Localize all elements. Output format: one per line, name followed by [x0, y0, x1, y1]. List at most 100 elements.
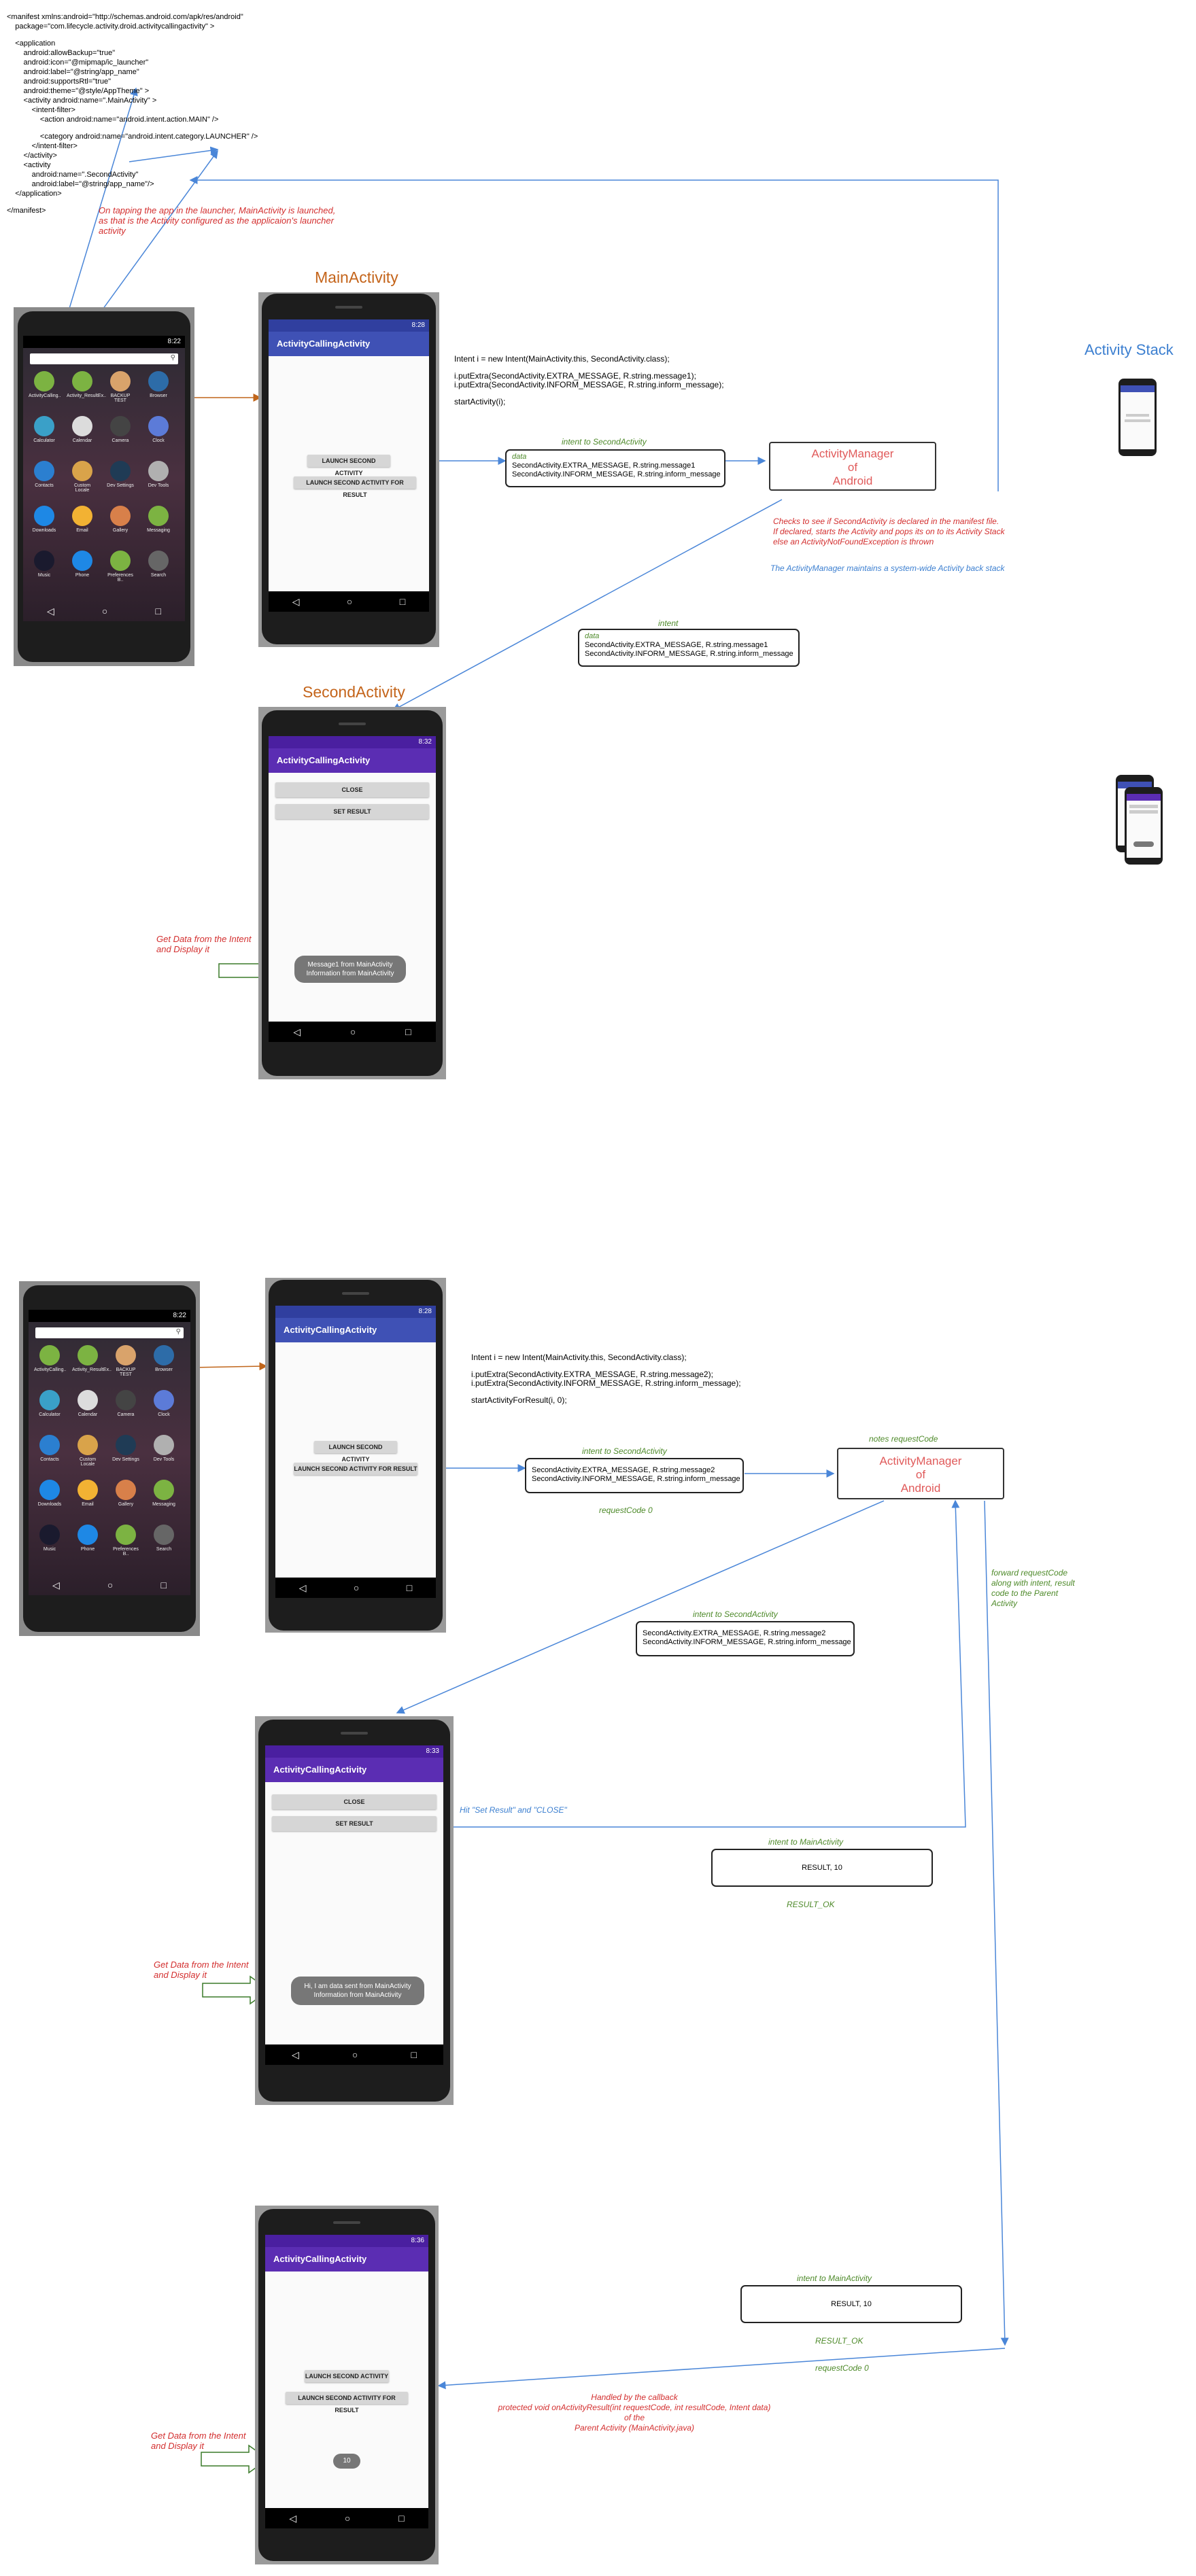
app-label: Dev Settings: [112, 1457, 139, 1462]
code-line: package="com.lifecycle.activity.droid.ac…: [7, 22, 215, 31]
app-icon[interactable]: [110, 506, 131, 526]
close-button[interactable]: CLOSE: [272, 1794, 437, 1809]
back-icon[interactable]: ◁: [52, 1579, 60, 1590]
recents-icon[interactable]: □: [155, 606, 161, 616]
get-data-line: Get Data from the Intent: [151, 2431, 246, 2441]
code-line: </activity>: [7, 152, 57, 160]
launcher-note-line: as that is the Activity configured as th…: [99, 215, 334, 226]
app-icon[interactable]: [72, 371, 92, 391]
toast-message: Message1 from MainActivity Information f…: [294, 956, 406, 983]
app-icon[interactable]: [39, 1525, 60, 1545]
app-icon[interactable]: [148, 416, 169, 436]
search-bar[interactable]: ⚲: [35, 1327, 184, 1338]
app-icon[interactable]: [116, 1525, 136, 1545]
app-icon[interactable]: [154, 1390, 174, 1410]
get-data-line: Get Data from the Intent: [154, 1960, 249, 1970]
code-block-1: Intent i = new Intent(MainActivity.this,…: [454, 355, 724, 406]
recents-icon[interactable]: □: [160, 1580, 167, 1590]
home-icon[interactable]: ○: [346, 596, 353, 607]
app-icon[interactable]: [148, 506, 169, 526]
home-icon[interactable]: ○: [344, 2513, 351, 2524]
am-to-stack-arrow: [189, 176, 999, 491]
app-icon[interactable]: [72, 461, 92, 481]
back-icon[interactable]: ◁: [292, 2049, 299, 2060]
home-icon[interactable]: ○: [101, 606, 108, 616]
search-bar[interactable]: ⚲: [30, 353, 178, 364]
forward-arrow: [984, 1500, 1009, 2346]
code-line: android:supportsRtl="true": [7, 77, 112, 86]
app-icon[interactable]: [116, 1390, 136, 1410]
app-icon[interactable]: [72, 506, 92, 526]
back-icon[interactable]: ◁: [289, 2512, 297, 2524]
app-icon[interactable]: [110, 416, 131, 436]
status-time: 8:22: [167, 338, 181, 345]
app-icon[interactable]: [154, 1435, 174, 1455]
app-icon[interactable]: [78, 1390, 98, 1410]
app-icon[interactable]: [78, 1435, 98, 1455]
launch-for-result-button[interactable]: LAUNCH SECOND ACTIVITY FOR RESULT: [294, 476, 416, 498]
forward-line: Activity: [991, 1599, 1018, 1608]
launcher-screen-2: 8:22 ⚲ ◁○□ ActivityCalling..Activity_Res…: [29, 1310, 190, 1595]
close-button[interactable]: CLOSE: [275, 782, 429, 797]
app-icon[interactable]: [72, 551, 92, 571]
app-label: Contacts: [35, 483, 54, 488]
app-icon[interactable]: [39, 1345, 60, 1365]
back-icon[interactable]: ◁: [298, 1582, 307, 1593]
result1-box: RESULT, 10: [711, 1849, 933, 1887]
home-icon[interactable]: ○: [353, 1582, 360, 1593]
app-icon[interactable]: [78, 1525, 98, 1545]
status-time: 8:28: [411, 321, 425, 329]
home-icon[interactable]: ○: [352, 2049, 358, 2060]
home-icon[interactable]: ○: [107, 1580, 114, 1590]
back-icon[interactable]: ◁: [293, 1026, 301, 1037]
back-icon[interactable]: ◁: [47, 605, 54, 616]
set-result-button[interactable]: SET RESULT: [275, 804, 429, 819]
app-icon[interactable]: [116, 1480, 136, 1500]
app-icon[interactable]: [110, 371, 131, 391]
launch-second-button[interactable]: LAUNCH SECOND ACTIVITY: [307, 455, 390, 476]
app-title: ActivityCallingActivity: [277, 755, 371, 765]
app-label: Phone: [80, 1547, 95, 1552]
recents-icon[interactable]: □: [405, 1026, 411, 1037]
app-icon[interactable]: [154, 1480, 174, 1500]
intent1b-line: SecondActivity.INFORM_MESSAGE, R.string.…: [585, 650, 793, 658]
launch-for-result-button[interactable]: LAUNCH SECOND ACTIVITY FOR RESULT: [286, 2392, 408, 2414]
app-icon[interactable]: [154, 1525, 174, 1545]
launch-second-button[interactable]: LAUNCH SECOND ACTIVITY: [305, 2370, 389, 2382]
back-icon[interactable]: ◁: [292, 595, 300, 607]
recents-icon[interactable]: □: [398, 2513, 405, 2524]
app-icon[interactable]: [72, 416, 92, 436]
home-icon[interactable]: ○: [349, 1026, 356, 1037]
set-result-button[interactable]: SET RESULT: [272, 1816, 437, 1831]
launch-for-result-button[interactable]: LAUNCH SECOND ACTIVITY FOR RESULT: [294, 1463, 417, 1475]
recents-icon[interactable]: □: [411, 2049, 417, 2060]
app-icon[interactable]: [34, 506, 54, 526]
app-icon[interactable]: [39, 1390, 60, 1410]
app-label: Dev Settings: [107, 483, 134, 488]
app-icon[interactable]: [34, 416, 54, 436]
app-icon[interactable]: [116, 1345, 136, 1365]
app-icon[interactable]: [154, 1345, 174, 1365]
app-icon[interactable]: [39, 1435, 60, 1455]
notes-request-code: notes requestCode: [869, 1434, 938, 1444]
app-icon[interactable]: [34, 371, 54, 391]
screen-main-1: 8:28 ActivityCallingActivity LAUNCH SECO…: [269, 319, 429, 612]
intent2-label: intent to SecondActivity: [582, 1446, 667, 1456]
app-icon[interactable]: [148, 371, 169, 391]
app-icon[interactable]: [34, 461, 54, 481]
app-icon[interactable]: [78, 1345, 98, 1365]
result-ok-b: RESULT_OK: [815, 2336, 864, 2346]
recents-icon[interactable]: □: [406, 1582, 413, 1593]
app-icon[interactable]: [34, 551, 54, 571]
recents-icon[interactable]: □: [399, 596, 406, 607]
app-icon[interactable]: [148, 551, 169, 571]
forward-line: along with intent, result: [991, 1578, 1075, 1588]
app-icon[interactable]: [39, 1480, 60, 1500]
app-icon[interactable]: [116, 1435, 136, 1455]
app-icon[interactable]: [148, 461, 169, 481]
app-icon[interactable]: [110, 551, 131, 571]
app-icon[interactable]: [78, 1480, 98, 1500]
launch-second-button[interactable]: LAUNCH SECOND ACTIVITY: [314, 1441, 397, 1463]
app-icon[interactable]: [110, 461, 131, 481]
checks-note-line: Checks to see if SecondActivity is decla…: [773, 517, 999, 526]
